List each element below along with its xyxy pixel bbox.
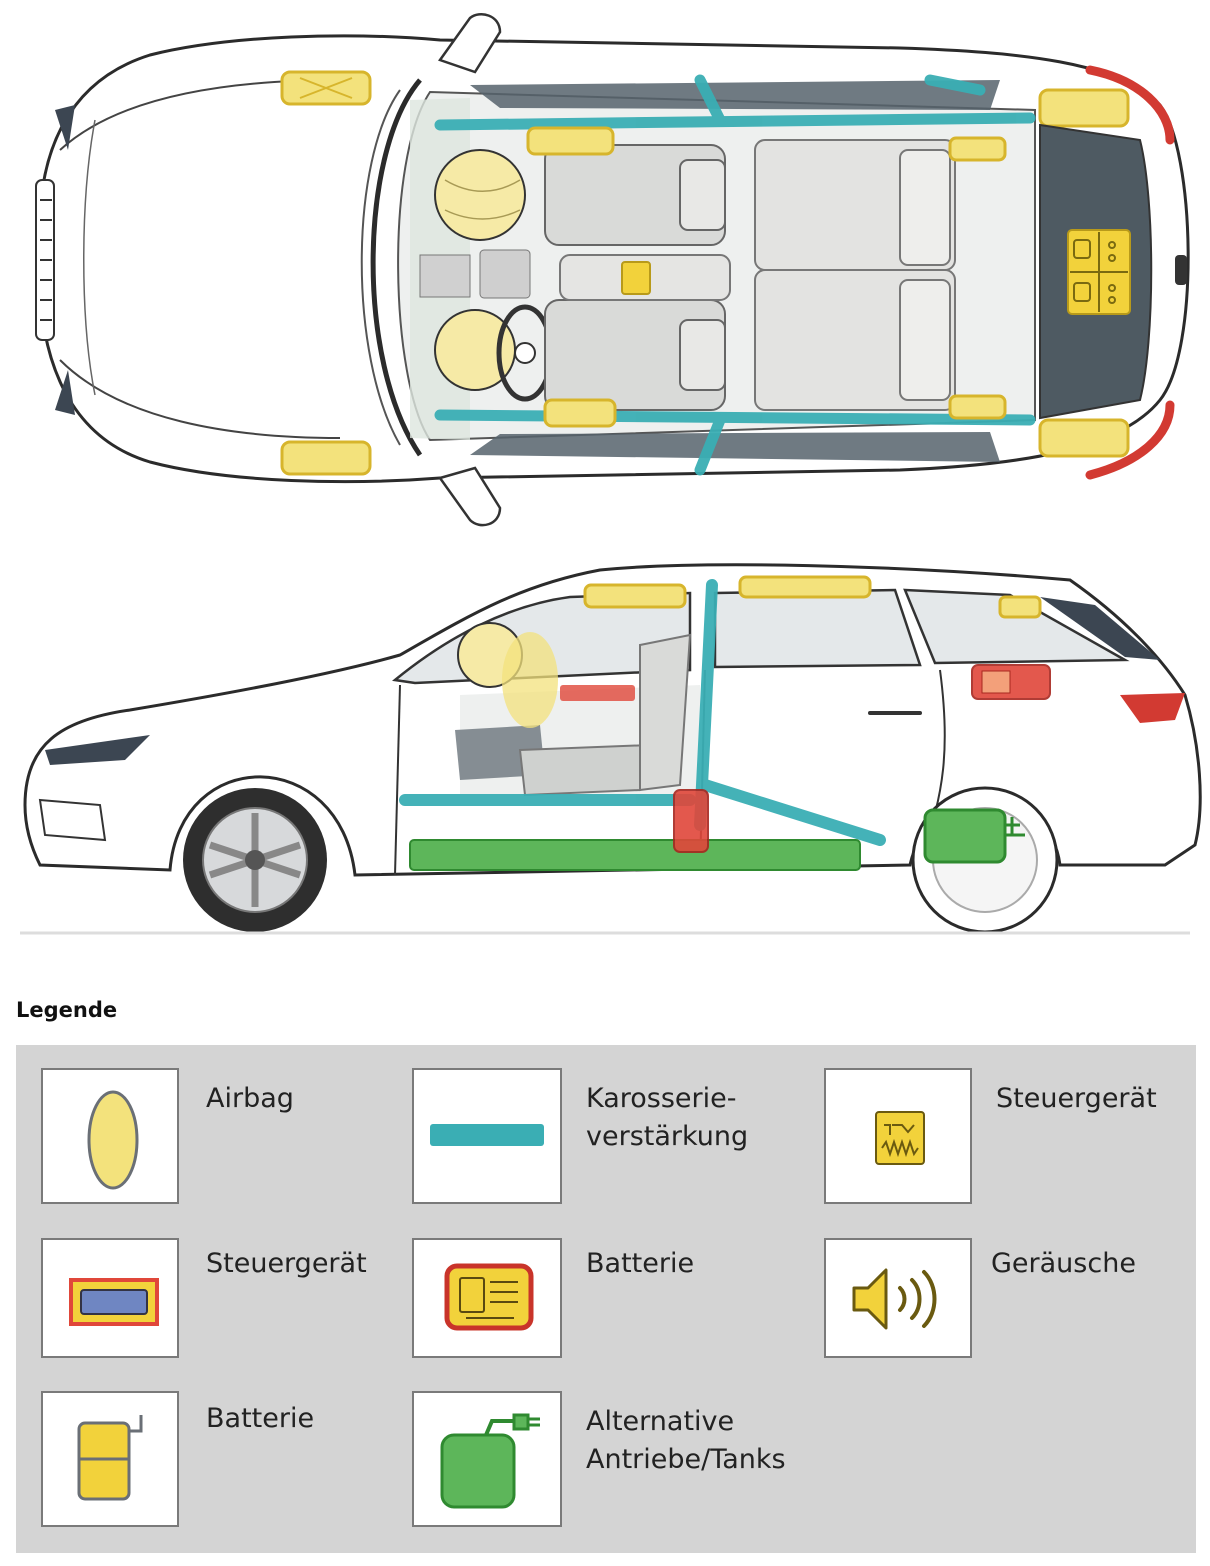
- legend-noise-box: [824, 1238, 972, 1358]
- control-unit-icon: [875, 1111, 925, 1165]
- legend-control-unit-2-box: [41, 1238, 179, 1358]
- speaker-icon: [852, 1268, 937, 1330]
- alt-drive-sill: [409, 839, 861, 871]
- alt-drive-tank: [923, 808, 1007, 864]
- airbag-driver-inflated: [434, 149, 526, 241]
- control-unit-pillar: [673, 789, 709, 853]
- legend-battery-2-label: Batterie: [206, 1403, 315, 1434]
- airbag-rear-left: [1038, 88, 1130, 128]
- control-unit-frame-icon: [69, 1278, 159, 1326]
- airbag-curtain-rear-left: [948, 136, 1007, 162]
- legend-reinforcement-label: Karosserie- verstärkung: [586, 1083, 749, 1152]
- airbag-side-deployed-2: [502, 632, 558, 728]
- car-side-view: [20, 563, 1202, 935]
- front-wheel: [183, 788, 327, 932]
- legend-battery-2-box: [41, 1391, 179, 1527]
- legend-control-unit-2-label: Steuergerät: [206, 1248, 367, 1279]
- top-reinforcements: [434, 74, 1036, 476]
- legend-noise-label: Geräusche: [991, 1248, 1136, 1279]
- airbag-curtain-rear-right: [948, 394, 1007, 420]
- battery-icon: [77, 1415, 143, 1501]
- airbag-rear-right: [1038, 418, 1130, 458]
- legend-airbag-label: Airbag: [206, 1083, 294, 1114]
- legend-airbag-box: [41, 1068, 179, 1204]
- legend-control-unit-label: Steuergerät: [996, 1083, 1157, 1114]
- legend-battery-box: [412, 1238, 562, 1358]
- reinforcement-icon: [430, 1124, 544, 1146]
- legend-reinforcement-box: [412, 1068, 562, 1204]
- legend-battery-label: Batterie: [586, 1248, 695, 1279]
- legend-title: Legende: [16, 998, 118, 1022]
- legend-panel: Airbag Karosserie- verstärkung Steuerger…: [16, 1045, 1196, 1553]
- airbag-roof-rear: [738, 575, 872, 599]
- airbag-roof-front: [583, 583, 687, 609]
- legend-alt-drive-box: [412, 1391, 562, 1527]
- battery-pack-icon: [444, 1263, 534, 1331]
- airbag-icon: [87, 1090, 139, 1190]
- airbag-front-right: [280, 440, 372, 476]
- car-top-view: [35, 13, 1190, 527]
- legend-alt-drive-label: Alternative Antriebe/Tanks: [586, 1406, 786, 1475]
- side-reinforcements: [399, 579, 886, 846]
- control-unit-console: [621, 261, 651, 295]
- fuel-tank-icon: [440, 1413, 540, 1509]
- airbag-roof-back: [998, 595, 1042, 619]
- airbag-curtain-front-right: [543, 398, 617, 428]
- legend-control-unit-box: [824, 1068, 972, 1204]
- airbag-curtain-front-left: [526, 126, 615, 156]
